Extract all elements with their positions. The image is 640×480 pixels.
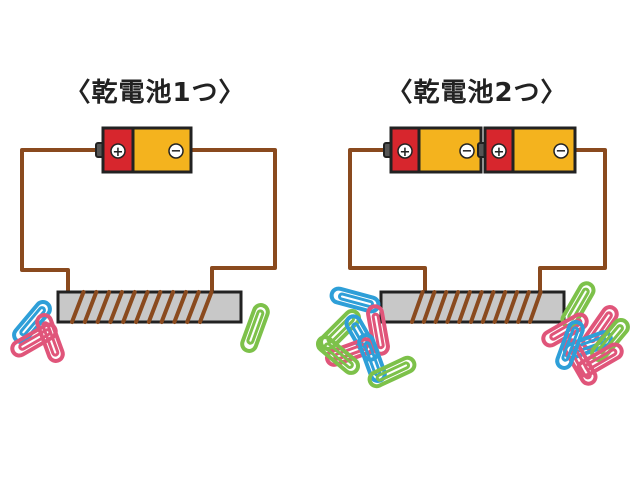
paper-clip-icon	[576, 342, 624, 378]
coil-winding	[108, 290, 124, 324]
paper-clip-group-right-right-end	[541, 281, 630, 386]
coil-winding	[504, 290, 520, 324]
coil-winding	[185, 290, 201, 324]
coil-winding	[159, 290, 176, 324]
coil-winding	[528, 290, 543, 324]
coil-winding	[480, 290, 496, 324]
negative-terminal-label: −	[462, 144, 473, 159]
coil-winding	[146, 290, 163, 324]
electromagnet-icon	[56, 290, 243, 324]
negative-terminal-label: −	[556, 144, 567, 159]
positive-terminal-label: +	[113, 145, 124, 160]
paper-clip-icon	[10, 322, 58, 358]
panel-title-two-batteries: 〈乾電池2つ〉	[386, 78, 568, 108]
negative-terminal-label: −	[171, 144, 182, 159]
coil-winding	[433, 290, 449, 324]
wire	[348, 148, 607, 294]
coil-winding	[469, 290, 484, 324]
coil-winding	[516, 290, 531, 324]
paper-clip-icon	[555, 320, 585, 370]
coil-winding	[445, 290, 461, 324]
coil-winding	[457, 290, 472, 324]
coil-winding	[492, 290, 508, 324]
coil-winding	[82, 290, 99, 324]
paper-clip-group-left	[10, 299, 270, 363]
coil-winding	[410, 290, 425, 324]
coil-winding	[134, 290, 150, 324]
paper-clip-group-right-left-end	[315, 286, 417, 389]
electromagnet-icon	[379, 290, 566, 324]
coil-winding	[70, 290, 86, 324]
circuit-one-battery: + −	[10, 126, 277, 363]
positive-terminal-label: +	[494, 145, 505, 160]
paper-clip-icon	[366, 304, 390, 356]
panel-title-one-battery: 〈乾電池1つ〉	[64, 78, 246, 108]
paper-clip-icon	[240, 303, 270, 353]
battery-icon: + −	[95, 126, 193, 174]
circuit-two-batteries: + − + −	[315, 126, 630, 389]
coil-winding	[121, 290, 137, 324]
coil-winding	[421, 290, 437, 324]
coil-winding	[198, 290, 214, 324]
battery-icon: + −	[477, 126, 577, 174]
paper-clip-icon	[315, 335, 361, 375]
coil-winding	[172, 290, 188, 324]
paper-clip-icon	[329, 286, 381, 314]
wire	[20, 148, 277, 294]
coil-winding	[95, 290, 112, 324]
paper-clip-icon	[367, 355, 417, 389]
battery-icon: + −	[383, 126, 483, 174]
positive-terminal-label: +	[400, 145, 411, 160]
